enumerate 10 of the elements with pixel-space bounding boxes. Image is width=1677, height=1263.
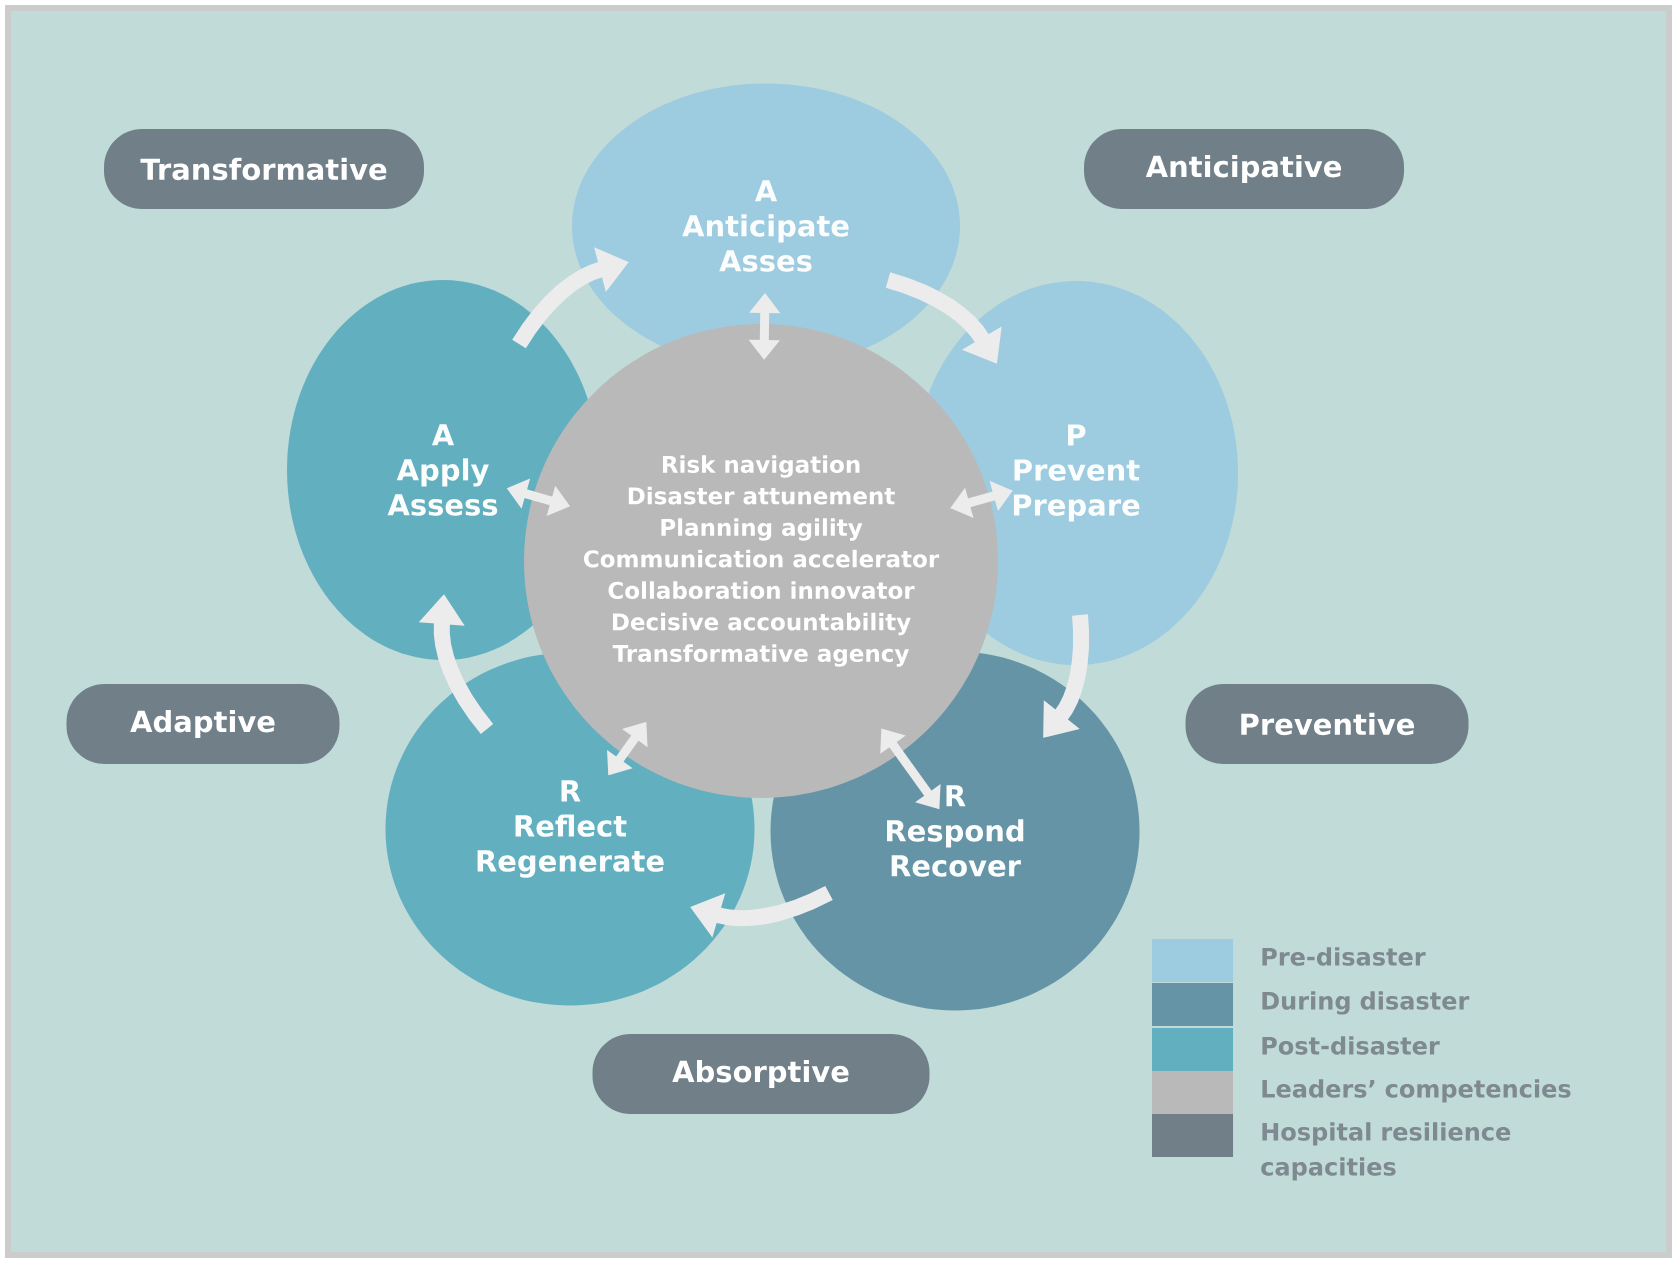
legend-label: Hospital resilience capacities (1261, 1122, 1511, 1181)
legend-label: Pre-disaster (1262, 947, 1426, 966)
capacity-pill: Absorptive (592, 1034, 930, 1114)
capacity-pill: Adaptive (66, 684, 340, 764)
legend-label: Leaders’ competencies (1262, 1079, 1571, 1103)
legend-label: During disaster (1262, 991, 1470, 1015)
legend-label: Post-disaster (1262, 1036, 1440, 1055)
capacity-pill: Anticipative (1084, 129, 1404, 209)
capacity-pill: Transformative (104, 129, 424, 209)
capacity-pill: Preventive (1185, 684, 1469, 764)
